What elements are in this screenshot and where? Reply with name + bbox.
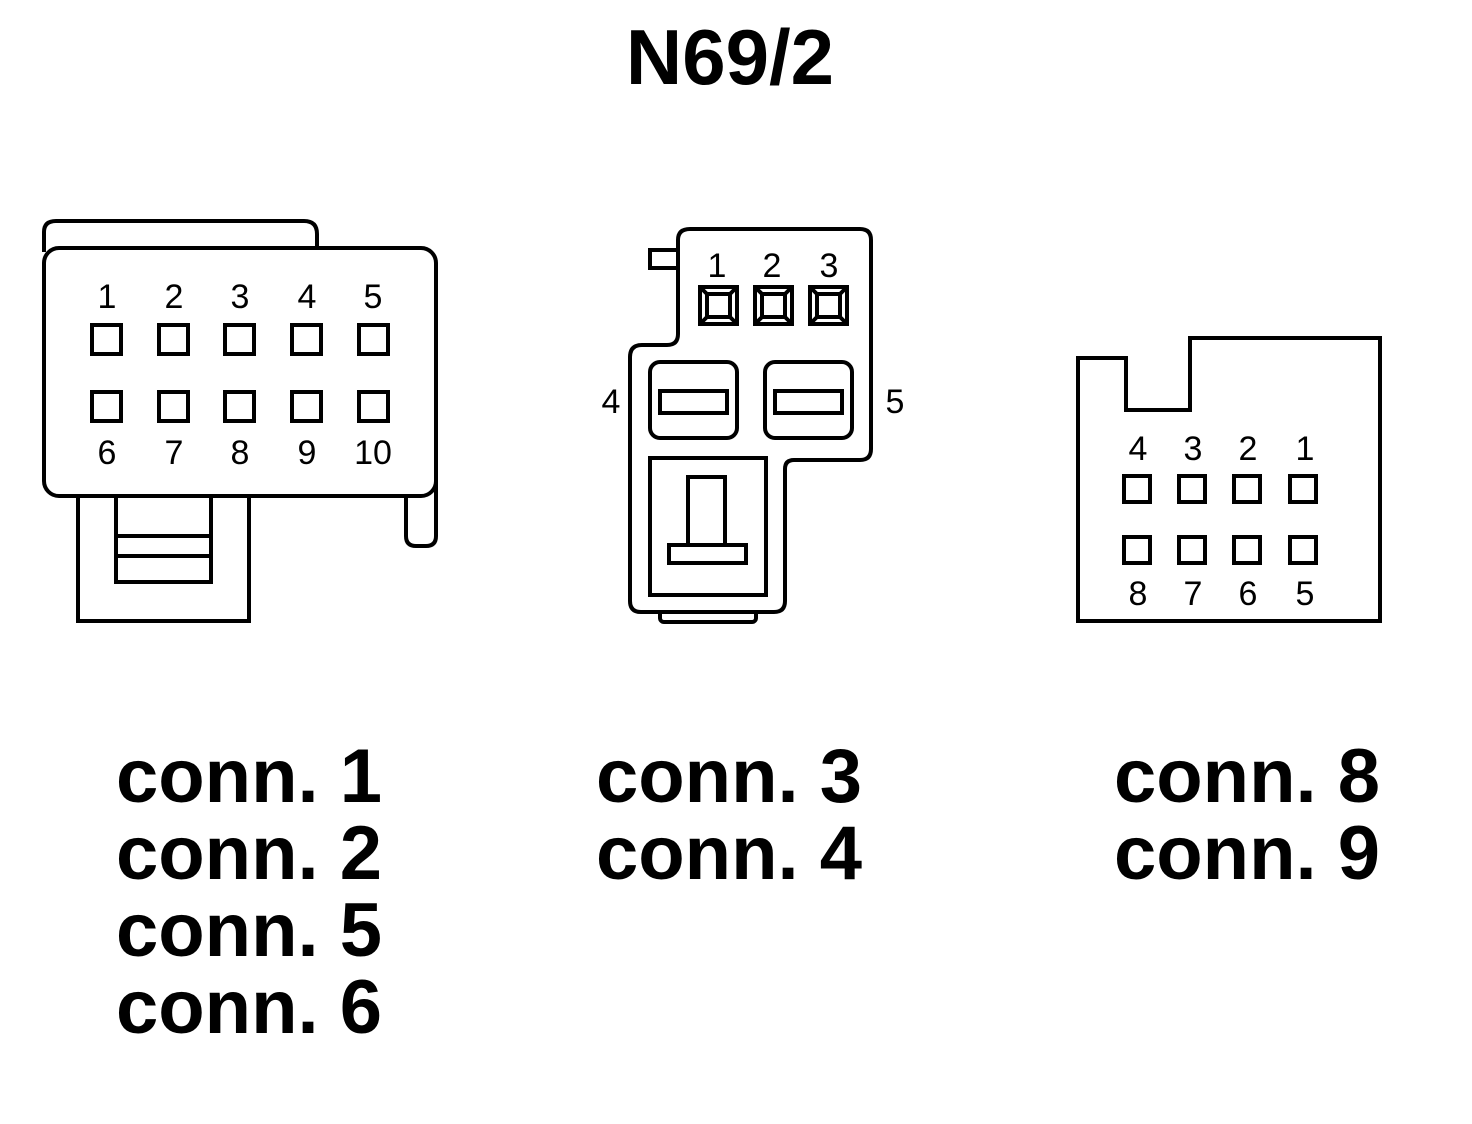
conn-a-pin-label-8: 8 — [231, 434, 250, 472]
diagram-title: N69/2 — [625, 13, 835, 101]
conn-a-pin-label-9: 9 — [298, 434, 317, 472]
conn-c-pin-label-8: 8 — [1129, 575, 1148, 613]
connector-a-pins — [90, 323, 390, 423]
conn-a-pin-label-1: 1 — [98, 278, 117, 316]
connector-a-housing — [42, 219, 438, 623]
conn-b-pin-label-3: 3 — [820, 247, 839, 285]
connector-c-captions: conn. 8 conn. 9 — [1058, 738, 1380, 892]
conn-a-pin-label-7: 7 — [165, 434, 184, 472]
caption-conn-5: conn. 5 — [115, 888, 382, 973]
connector-c-pins — [1122, 474, 1318, 565]
connector-a-captions: conn. 1 conn. 2 conn. 5 conn. 6 — [60, 738, 382, 1046]
conn-b-pin-label-1: 1 — [708, 247, 727, 285]
conn-a-pin-label-6: 6 — [98, 434, 117, 472]
connector-c-housing — [1076, 336, 1382, 623]
conn-c-pin-label-4: 4 — [1129, 430, 1148, 468]
conn-c-pin-label-3: 3 — [1184, 430, 1203, 468]
conn-a-pin-label-5: 5 — [364, 278, 383, 316]
caption-conn-9: conn. 9 — [1113, 811, 1380, 896]
conn-c-pin-label-5: 5 — [1296, 575, 1315, 613]
conn-c-pin-label-2: 2 — [1239, 430, 1258, 468]
conn-a-pin-label-10: 10 — [354, 434, 392, 472]
conn-a-pin-label-3: 3 — [231, 278, 250, 316]
conn-c-pin-label-1: 1 — [1296, 430, 1315, 468]
conn-b-pin-label-2: 2 — [763, 247, 782, 285]
conn-c-pin-label-7: 7 — [1184, 575, 1203, 613]
connector-b-captions: conn. 3 conn. 4 — [540, 738, 862, 892]
caption-conn-8: conn. 8 — [1113, 734, 1380, 819]
conn-a-pin-label-4: 4 — [298, 278, 317, 316]
caption-conn-6: conn. 6 — [115, 965, 382, 1050]
caption-conn-2: conn. 2 — [115, 811, 382, 896]
caption-conn-4: conn. 4 — [595, 811, 862, 896]
conn-c-pin-label-6: 6 — [1239, 575, 1258, 613]
caption-conn-1: conn. 1 — [115, 734, 382, 819]
caption-conn-3: conn. 3 — [595, 734, 862, 819]
connector-b-pins — [698, 285, 849, 326]
conn-b-pin-label-4: 4 — [602, 383, 621, 421]
conn-b-pin-label-5: 5 — [886, 383, 905, 421]
conn-a-pin-label-2: 2 — [165, 278, 184, 316]
